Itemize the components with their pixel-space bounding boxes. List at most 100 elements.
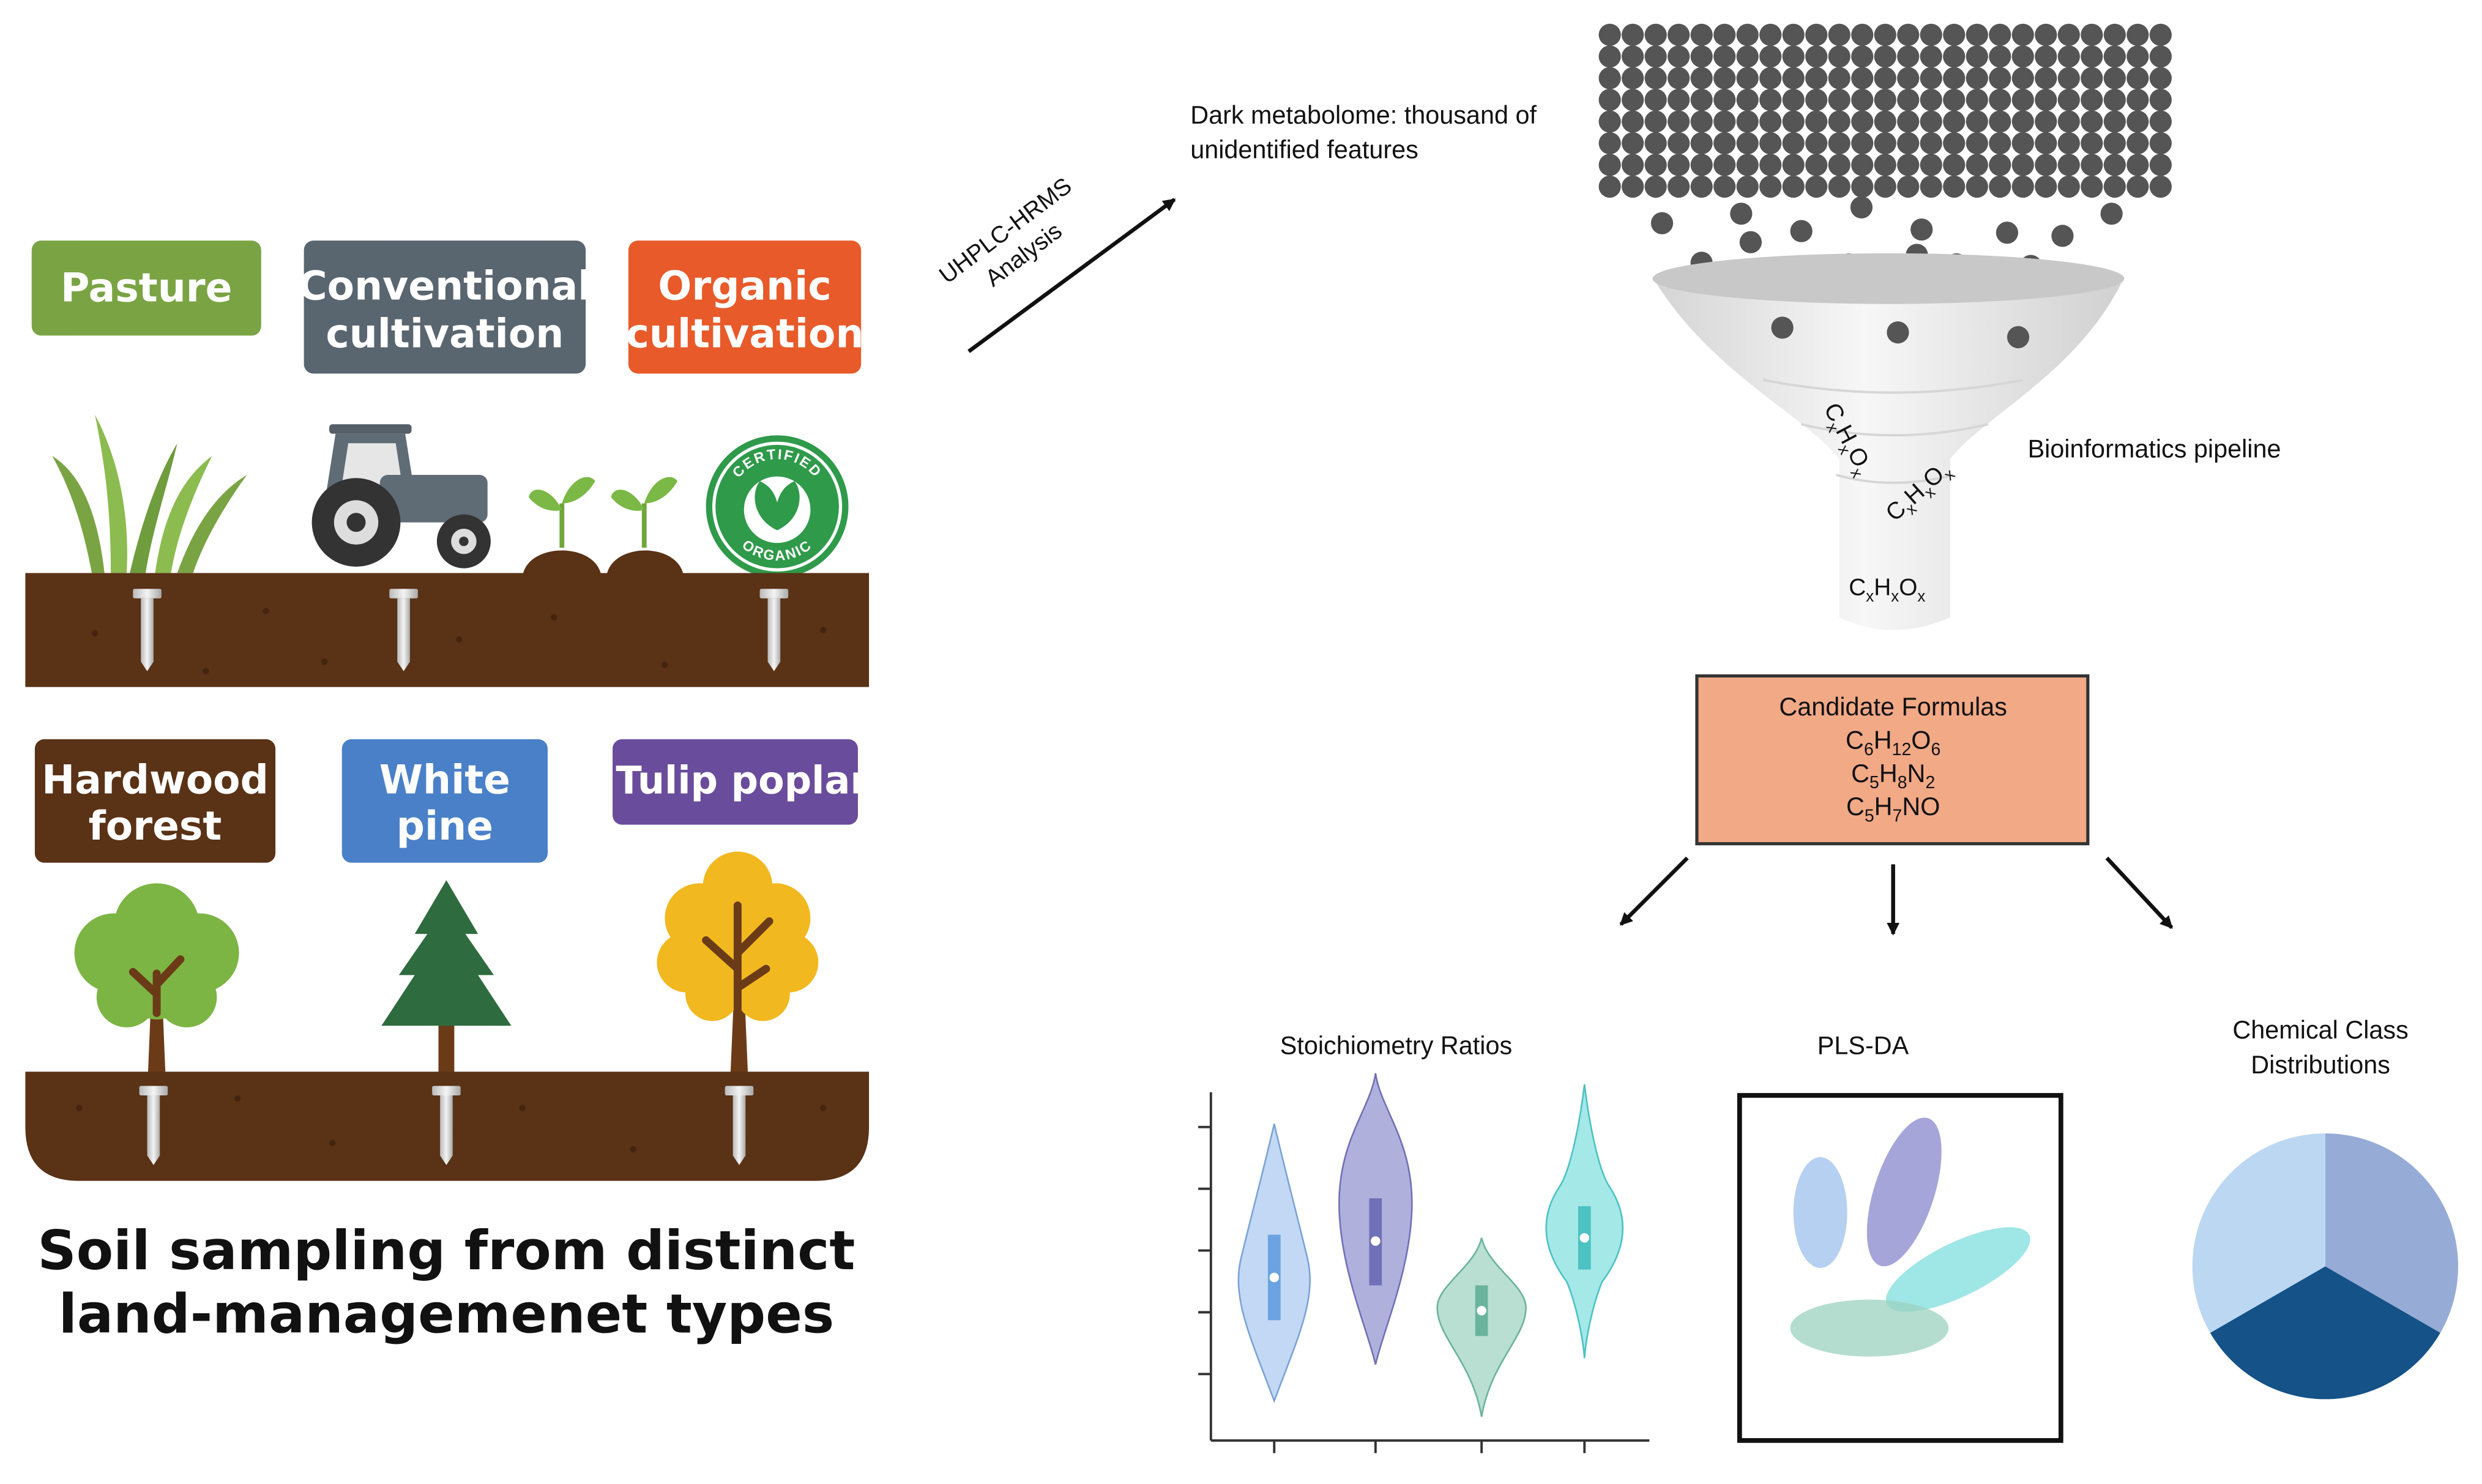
feature-dot — [1782, 132, 1805, 155]
feature-dot — [1782, 110, 1805, 133]
feature-dot — [2057, 154, 2080, 176]
feature-dot — [1943, 23, 1966, 47]
soil-probe-icon — [139, 1086, 168, 1165]
soil-probe-icon — [432, 1086, 461, 1165]
hardwood-tree-icon — [74, 883, 239, 1092]
feature-dot — [1966, 132, 1988, 155]
label-pasture-text: Pasture — [61, 265, 232, 311]
feature-dot — [1874, 67, 1896, 89]
funnel-formula: CxHxOx — [1849, 575, 1925, 605]
feature-dot — [1598, 175, 1621, 198]
feature-dot — [1874, 89, 1896, 111]
label-organic-line2: cultivation — [626, 311, 864, 357]
feature-dot — [1897, 89, 1920, 111]
feature-dot — [1598, 110, 1621, 133]
sampling-title-line1: Soil sampling from distinct — [37, 1219, 855, 1282]
feature-dot — [1644, 110, 1667, 133]
feature-dot — [1598, 154, 1621, 176]
feature-dot — [1897, 67, 1920, 89]
feature-dot — [2035, 45, 2057, 68]
feature-dot — [1874, 154, 1896, 176]
feature-dot — [2057, 23, 2080, 47]
label-conventional-cultivation: Conventional cultivation — [298, 240, 591, 374]
label-organic-cultivation: Organic cultivation — [626, 240, 864, 374]
dark-metabolome-line2: unidentified features — [1190, 136, 1418, 164]
feature-dot — [1897, 23, 1920, 47]
feature-dot — [1943, 132, 1966, 155]
feature-dot — [1759, 132, 1782, 155]
feature-dot — [1851, 23, 1874, 47]
feature-dot — [1790, 220, 1813, 242]
feature-dot — [1851, 132, 1874, 155]
feature-dot — [1920, 132, 1942, 155]
feature-dot — [2011, 154, 2034, 176]
feature-dot — [1966, 154, 1988, 176]
feature-dot — [1874, 23, 1896, 47]
feature-dot — [1851, 67, 1874, 89]
feature-dot — [1966, 45, 1988, 68]
feature-dot — [1622, 110, 1644, 133]
feature-dot — [1759, 175, 1782, 198]
feature-dot — [1622, 67, 1644, 89]
feature-dot — [2103, 110, 2126, 133]
feature-dot — [2126, 110, 2149, 133]
feature-dot — [1782, 89, 1805, 111]
feature-dot — [2035, 89, 2057, 111]
feature-dot — [1759, 45, 1782, 68]
feature-dot — [2126, 175, 2149, 198]
feature-dot — [1622, 23, 1644, 47]
candidate-formula: C6H12O6 — [1846, 726, 1940, 759]
feature-dot — [1851, 45, 1874, 68]
tulip-poplar-tree-icon — [657, 851, 819, 1092]
feature-dot — [1598, 45, 1621, 68]
candidate-formula: C5H7NO — [1846, 792, 1940, 826]
feature-dot — [1805, 89, 1828, 111]
feature-dot — [1736, 132, 1759, 155]
feature-dot — [1736, 154, 1759, 176]
feature-dot — [2149, 132, 2172, 155]
feature-dot — [1805, 45, 1828, 68]
feature-dot — [1966, 89, 1988, 111]
feature-dot — [1782, 154, 1805, 176]
feature-dot — [1851, 110, 1874, 133]
feature-dot — [2149, 175, 2172, 198]
feature-dot — [1874, 175, 1896, 198]
analysis-arrow — [967, 198, 1176, 353]
feature-dot — [1897, 110, 1920, 133]
feature-dot-grid — [1598, 23, 2172, 198]
label-white-pine-line2: pine — [397, 804, 493, 849]
feature-dot — [2081, 154, 2103, 176]
feature-dot — [1828, 132, 1850, 155]
feature-dot — [2081, 67, 2103, 89]
feature-dot — [1920, 23, 1942, 47]
feature-dot — [2057, 175, 2080, 198]
feature-dot — [1771, 316, 1794, 339]
label-hardwood-line2: forest — [89, 804, 222, 849]
feature-dot — [1966, 67, 1988, 89]
feature-dot — [1736, 110, 1759, 133]
feature-dot — [1668, 67, 1690, 89]
feature-dot — [1850, 196, 1873, 218]
feature-dot — [1851, 154, 1874, 176]
feature-dot — [1690, 67, 1713, 89]
feature-dot — [1874, 110, 1896, 133]
plsda-plot-icon — [1737, 1093, 2063, 1443]
feature-dot — [1736, 45, 1759, 68]
feature-dot — [2103, 175, 2126, 198]
funnel-icon — [1652, 253, 2125, 630]
feature-dot — [1598, 23, 1621, 47]
feature-dot — [2149, 45, 2172, 68]
feature-dot — [1920, 154, 1942, 176]
feature-dot — [1668, 175, 1690, 198]
feature-dot — [1598, 89, 1621, 111]
feature-dot — [1943, 110, 1966, 133]
feature-dot — [1805, 67, 1828, 89]
feature-dot — [1782, 175, 1805, 198]
feature-dot — [1897, 45, 1920, 68]
feature-dot — [1690, 154, 1713, 176]
feature-dot — [1713, 67, 1736, 89]
seedling-icon — [522, 477, 684, 578]
feature-dot — [1874, 132, 1896, 155]
